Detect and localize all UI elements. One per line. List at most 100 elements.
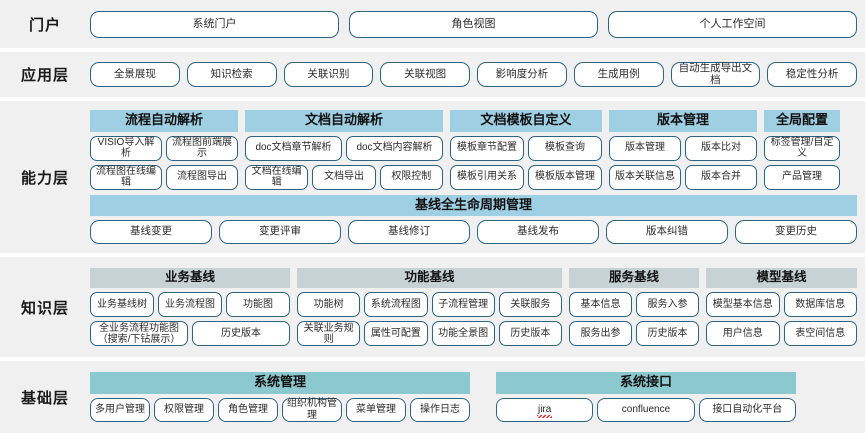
capability-group-item-模板查询[interactable]: 模板查询 xyxy=(528,135,602,161)
foundation-group-item-接口自动化平台[interactable]: 接口自动化平台 xyxy=(698,397,796,422)
capability-group-文档模板自定义: 文档模板自定义模板章节配置模板查询模板引用关系模板版本管理 xyxy=(450,110,602,190)
baseline-lifecycle-block: 基线全生命周期管理基线变更变更评审基线修订基线发布版本纠错变更历史 xyxy=(90,194,857,244)
capability-group-item-doc文档内容解析[interactable]: doc文档内容解析 xyxy=(346,135,443,161)
portal-items-row: 系统门户角色视图个人工作空间 xyxy=(90,10,857,38)
layer-body-portal: 系统门户角色视图个人工作空间 xyxy=(90,5,865,44)
jira-label: jira xyxy=(536,404,553,419)
foundation-group-item-多用户管理[interactable]: 多用户管理 xyxy=(90,397,150,422)
capability-group-item-模板引用关系[interactable]: 模板引用关系 xyxy=(450,164,524,190)
lifecycle-item-变更历史[interactable]: 变更历史 xyxy=(735,219,857,244)
group-row: 模板引用关系模板版本管理 xyxy=(450,164,602,190)
capability-group-item-doc文档章节解析[interactable]: doc文档章节解析 xyxy=(245,135,342,161)
app-item-关联识别[interactable]: 关联识别 xyxy=(283,62,374,87)
portal-item-个人工作空间[interactable]: 个人工作空间 xyxy=(608,10,857,38)
knowledge-group-item-功能树[interactable]: 功能树 xyxy=(297,292,361,318)
group-row: 产品管理 xyxy=(764,164,840,190)
knowledge-group-item-关联业务规则[interactable]: 关联业务规则 xyxy=(297,321,361,347)
knowledge-group-item-功能图[interactable]: 功能图 xyxy=(226,292,290,318)
group-title-文档模板自定义: 文档模板自定义 xyxy=(450,110,602,132)
lifecycle-item-基线发布[interactable]: 基线发布 xyxy=(477,219,599,244)
app-item-生成用例[interactable]: 生成用例 xyxy=(573,62,664,87)
knowledge-groups: 业务基线业务基线树业务流程图功能图全业务流程功能图（搜索/下钻展示）历史版本功能… xyxy=(90,267,857,347)
foundation-group-item-组织机构管理[interactable]: 组织机构管理 xyxy=(282,397,342,422)
foundation-group-item-菜单管理[interactable]: 菜单管理 xyxy=(346,397,406,422)
capability-group-item-流程图在线编辑[interactable]: 流程图在线编辑 xyxy=(90,164,162,190)
lifecycle-item-版本纠错[interactable]: 版本纠错 xyxy=(606,219,728,244)
capability-group-item-VISIO导入解析[interactable]: VISIO导入解析 xyxy=(90,135,162,161)
capability-group-item-版本合并[interactable]: 版本合并 xyxy=(685,164,757,190)
app-item-稳定性分析[interactable]: 稳定性分析 xyxy=(767,62,857,87)
capability-group-item-版本管理[interactable]: 版本管理 xyxy=(609,135,681,161)
capability-group-item-权限控制[interactable]: 权限控制 xyxy=(379,164,443,190)
knowledge-group-item-关联服务[interactable]: 关联服务 xyxy=(498,292,562,318)
group-title-服务基线: 服务基线 xyxy=(569,267,699,289)
knowledge-group-模型基线: 模型基线模型基本信息数据库信息用户信息表空间信息 xyxy=(706,267,857,347)
knowledge-group-item-表空间信息[interactable]: 表空间信息 xyxy=(783,321,857,347)
group-title-全局配置: 全局配置 xyxy=(764,110,840,132)
group-row: VISIO导入解析流程图前端展示 xyxy=(90,135,238,161)
knowledge-group-item-历史版本[interactable]: 历史版本 xyxy=(636,321,699,347)
group-title-文档自动解析: 文档自动解析 xyxy=(245,110,443,132)
layer-label-portal: 门户 xyxy=(28,16,61,34)
knowledge-group-item-历史版本[interactable]: 历史版本 xyxy=(192,321,290,347)
knowledge-group-服务基线: 服务基线基本信息服务入参服务出参历史版本 xyxy=(569,267,699,347)
group-row: 业务基线树业务流程图功能图 xyxy=(90,292,290,318)
knowledge-group-item-基本信息[interactable]: 基本信息 xyxy=(569,292,632,318)
app-item-全景展现[interactable]: 全景展现 xyxy=(90,62,180,87)
capability-group-item-文档导出[interactable]: 文档导出 xyxy=(312,164,376,190)
knowledge-group-item-属性可配置[interactable]: 属性可配置 xyxy=(364,321,428,347)
capability-group-item-文档在线编辑[interactable]: 文档在线编辑 xyxy=(245,164,309,190)
knowledge-group-item-业务流程图[interactable]: 业务流程图 xyxy=(158,292,222,318)
layer-band-knowledge: 知识层 业务基线业务基线树业务流程图功能图全业务流程功能图（搜索/下钻展示）历史… xyxy=(0,257,865,357)
foundation-group-item-jira[interactable]: jira xyxy=(496,397,594,422)
knowledge-group-item-业务基线树[interactable]: 业务基线树 xyxy=(90,292,154,318)
layer-label-application: 应用层 xyxy=(20,67,69,84)
group-row: 文档在线编辑文档导出权限控制 xyxy=(245,164,443,190)
app-item-影响度分析[interactable]: 影响度分析 xyxy=(477,62,567,87)
group-row: 模型基本信息数据库信息 xyxy=(706,292,857,318)
group-title-系统接口: 系统接口 xyxy=(496,372,796,394)
layer-label-knowledge: 知识层 xyxy=(20,299,69,317)
knowledge-group-item-历史版本[interactable]: 历史版本 xyxy=(498,321,562,347)
knowledge-group-item-全业务流程功能图-搜索-下钻展示-[interactable]: 全业务流程功能图（搜索/下钻展示） xyxy=(90,321,188,347)
group-row: 模板章节配置模板查询 xyxy=(450,135,602,161)
layer-body-knowledge: 业务基线业务基线树业务流程图功能图全业务流程功能图（搜索/下钻展示）历史版本功能… xyxy=(90,262,865,353)
layer-body-application: 全景展现知识检索关联识别关联视图影响度分析生成用例自动生成导出文档稳定性分析 xyxy=(90,56,865,93)
lifecycle-item-基线修订[interactable]: 基线修订 xyxy=(348,219,470,244)
capability-group-item-标签管理-自定义[interactable]: 标签管理/自定义 xyxy=(764,135,840,161)
capability-group-item-版本关联信息[interactable]: 版本关联信息 xyxy=(609,164,681,190)
foundation-group-item-角色管理[interactable]: 角色管理 xyxy=(218,397,278,422)
knowledge-group-item-数据库信息[interactable]: 数据库信息 xyxy=(783,292,857,318)
knowledge-group-item-服务出参[interactable]: 服务出参 xyxy=(569,321,632,347)
knowledge-group-item-用户信息[interactable]: 用户信息 xyxy=(706,321,780,347)
portal-item-角色视图[interactable]: 角色视图 xyxy=(349,10,598,38)
capability-group-item-模板版本管理[interactable]: 模板版本管理 xyxy=(528,164,602,190)
capability-group-item-流程图前端展示[interactable]: 流程图前端展示 xyxy=(166,135,238,161)
lifecycle-item-变更评审[interactable]: 变更评审 xyxy=(219,219,341,244)
capability-group-item-流程图导出[interactable]: 流程图导出 xyxy=(166,164,238,190)
foundation-group-item-权限管理[interactable]: 权限管理 xyxy=(154,397,214,422)
group-title-流程自动解析: 流程自动解析 xyxy=(90,110,238,132)
capability-group-item-模板章节配置[interactable]: 模板章节配置 xyxy=(450,135,524,161)
lifecycle-item-基线变更[interactable]: 基线变更 xyxy=(90,219,212,244)
knowledge-group-item-功能全景图[interactable]: 功能全景图 xyxy=(431,321,495,347)
group-row: 版本关联信息版本合并 xyxy=(609,164,757,190)
foundation-group-item-操作日志[interactable]: 操作日志 xyxy=(410,397,470,422)
application-items-row: 全景展现知识检索关联识别关联视图影响度分析生成用例自动生成导出文档稳定性分析 xyxy=(90,62,857,87)
portal-item-系统门户[interactable]: 系统门户 xyxy=(90,10,339,38)
group-row: 关联业务规则属性可配置功能全景图历史版本 xyxy=(297,321,562,347)
knowledge-group-item-系统流程图[interactable]: 系统流程图 xyxy=(364,292,428,318)
app-item-自动生成导出文档[interactable]: 自动生成导出文档 xyxy=(670,62,761,87)
group-row: 标签管理/自定义 xyxy=(764,135,840,161)
knowledge-group-item-模型基本信息[interactable]: 模型基本信息 xyxy=(706,292,780,318)
capability-group-item-版本比对[interactable]: 版本比对 xyxy=(685,135,757,161)
foundation-group-item-confluence[interactable]: confluence xyxy=(597,397,695,422)
app-item-关联视图[interactable]: 关联视图 xyxy=(380,62,470,87)
capability-group-item-产品管理[interactable]: 产品管理 xyxy=(764,164,840,190)
app-item-知识检索[interactable]: 知识检索 xyxy=(186,62,277,87)
knowledge-group-item-服务入参[interactable]: 服务入参 xyxy=(636,292,699,318)
knowledge-group-item-子流程管理[interactable]: 子流程管理 xyxy=(431,292,495,318)
